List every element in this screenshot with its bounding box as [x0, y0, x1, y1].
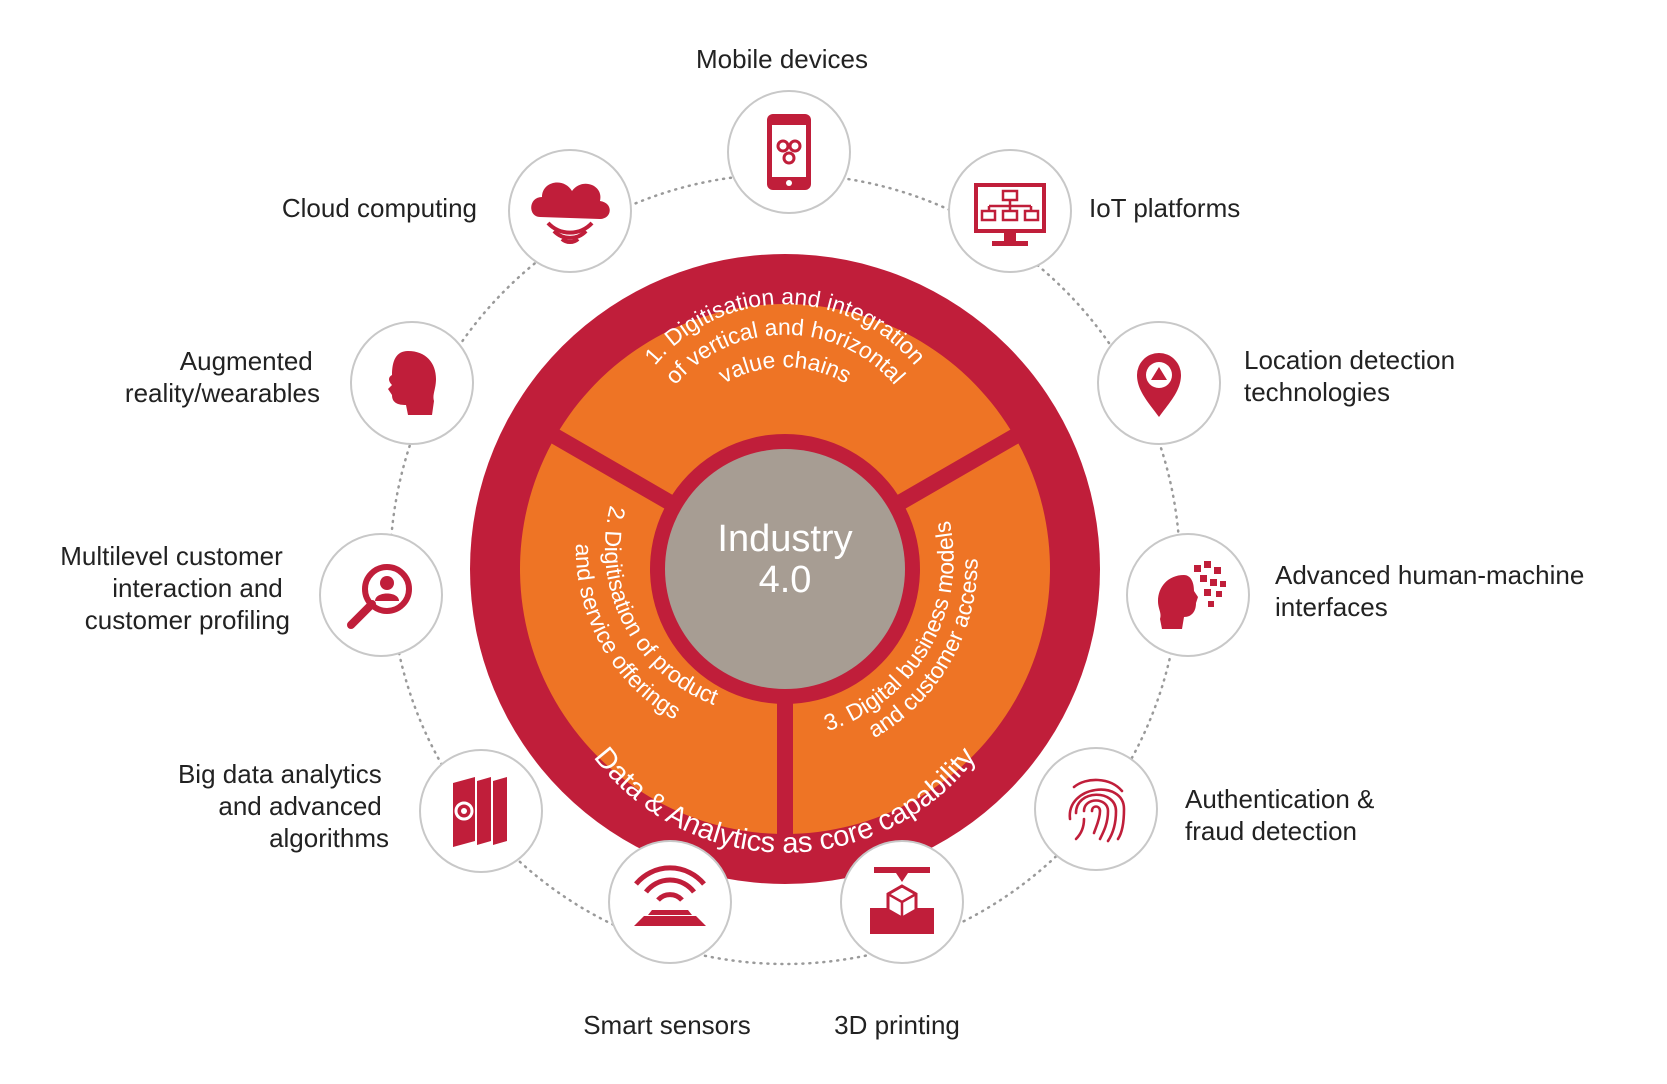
label-customer-profiling: Multilevel customer interaction and cust… — [60, 541, 290, 635]
node-3d-printing — [840, 840, 964, 964]
cloud-icon — [531, 182, 610, 244]
segment-business-models — [792, 443, 1050, 834]
core-circle — [665, 449, 905, 689]
fingerprint-icon — [1068, 778, 1126, 843]
node-customer-profiling — [319, 533, 443, 657]
label-3d-printing: 3D printing — [834, 1010, 960, 1040]
node-location-detection — [1097, 321, 1221, 445]
node-iot-platforms — [948, 149, 1072, 273]
node-augmented-reality — [350, 321, 474, 445]
location-pin-icon — [1137, 353, 1181, 417]
label-location-detection: Location detection technologies — [1244, 345, 1462, 407]
core-title: Industry — [717, 518, 852, 560]
human-head-icon — [388, 351, 436, 415]
mobile-phone-icon — [767, 114, 811, 190]
pixel-head-icon — [1158, 561, 1226, 629]
magnifier-user-icon — [347, 564, 412, 629]
label-augmented-reality: Augmented reality/wearables — [125, 346, 320, 408]
node-smart-sensors — [608, 840, 732, 964]
segment-product-offerings — [519, 443, 778, 834]
label-smart-sensors: Smart sensors — [583, 1010, 751, 1040]
node-cloud-computing — [508, 149, 632, 273]
label-authentication: Authentication & fraud detection — [1185, 784, 1382, 846]
core-subtitle: 4.0 — [759, 559, 812, 601]
node-big-data-analytics — [419, 749, 543, 873]
wireless-sensor-icon — [634, 865, 706, 926]
label-human-machine-interfaces: Advanced human-machine interfaces — [1275, 560, 1592, 622]
node-mobile-devices — [727, 90, 851, 214]
data-cards-icon — [453, 777, 507, 847]
label-big-data-analytics: Big data analytics and advanced algorith… — [178, 759, 389, 853]
segment-value-chains — [559, 304, 1011, 495]
label-iot-platforms: IoT platforms — [1089, 193, 1240, 223]
node-human-machine-interfaces — [1126, 533, 1250, 657]
label-mobile-devices: Mobile devices — [696, 44, 868, 74]
network-monitor-icon — [974, 183, 1046, 246]
node-authentication — [1034, 747, 1158, 871]
3d-printer-icon — [870, 867, 934, 934]
segments — [519, 304, 1050, 834]
label-cloud-computing: Cloud computing — [282, 193, 477, 223]
